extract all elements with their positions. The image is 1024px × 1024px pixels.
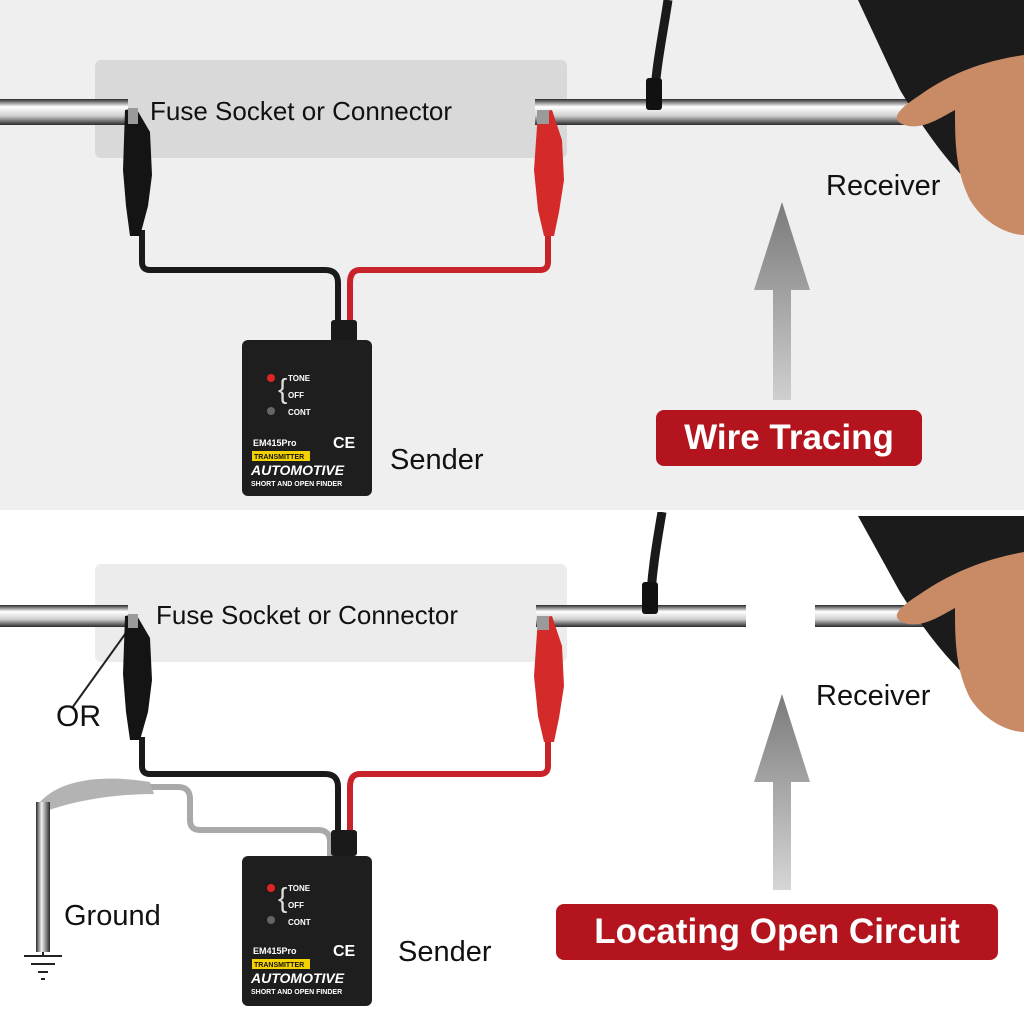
fuse-socket-label: Fuse Socket or Connector [150, 96, 453, 126]
switch-cont-label: CONT [288, 918, 311, 927]
sender-transmitter: { TONE OFF CONT EM415Pro CE TRANSMITTER … [242, 340, 372, 496]
switch-tone-label: TONE [288, 884, 311, 893]
device-subtitle: SHORT AND OPEN FINDER [251, 989, 342, 996]
sender-label: Sender [390, 444, 484, 476]
hand [896, 552, 1024, 732]
receiver-label: Receiver [826, 170, 941, 202]
switch-tone-label: TONE [288, 374, 311, 383]
or-pointer-line [71, 629, 129, 709]
model-label: EM415Pro [253, 946, 297, 956]
open-circuit-panel: { TONE OFF CONT EM415Pro CE TRANSMITTER … [0, 512, 1024, 1024]
hand [896, 55, 1024, 235]
brand-line: AUTOMOTIVE [250, 970, 345, 986]
gray-alligator-clip-icon [40, 778, 154, 812]
ce-mark: CE [333, 943, 356, 960]
black-alligator-clip-icon [123, 614, 152, 740]
cont-led-icon [267, 916, 275, 924]
model-label: EM415Pro [253, 438, 297, 448]
wire-tracing-diagram: { TONE OFF CONT EM415Pro CE TRANSMITTER … [0, 0, 1024, 496]
ground-symbol-icon [24, 952, 62, 980]
switch-off-label: OFF [288, 391, 304, 400]
ground-rod [36, 802, 50, 952]
up-arrow-icon [754, 694, 810, 890]
red-alligator-clip-icon [534, 616, 564, 742]
black-lead-wire [139, 737, 341, 850]
switch-cont-label: CONT [288, 408, 311, 417]
connector-box [95, 60, 567, 158]
ground-lead-wire [150, 784, 333, 860]
red-alligator-clip-icon [534, 110, 564, 236]
fuse-socket-label: Fuse Socket or Connector [156, 600, 459, 630]
cont-led-icon [267, 407, 275, 415]
brand-line: AUTOMOTIVE [250, 462, 345, 478]
black-alligator-clip-icon [123, 108, 152, 236]
tone-led-icon [267, 884, 275, 892]
receiver-label: Receiver [816, 680, 931, 712]
or-label: OR [56, 700, 101, 733]
ground-label: Ground [64, 900, 161, 932]
connector-box [95, 564, 567, 662]
wire-tracing-badge: Wire Tracing [656, 410, 922, 466]
switch-off-label: OFF [288, 901, 304, 910]
up-arrow-icon [754, 202, 810, 400]
black-lead-wire [139, 230, 341, 338]
red-lead-wire [347, 230, 551, 338]
transmitter-tag: TRANSMITTER [254, 962, 304, 969]
ce-mark: CE [333, 435, 356, 452]
svg-text:{: { [278, 882, 287, 913]
tone-led-icon [267, 374, 275, 382]
open-circuit-diagram: { TONE OFF CONT EM415Pro CE TRANSMITTER … [0, 512, 1024, 1006]
sender-transmitter: { TONE OFF CONT EM415Pro CE TRANSMITTER … [242, 856, 372, 1006]
svg-text:{: { [278, 373, 287, 404]
transmitter-tag: TRANSMITTER [254, 454, 304, 461]
open-circuit-badge: Locating Open Circuit [556, 904, 998, 960]
wire-tracing-panel: { TONE OFF CONT EM415Pro CE TRANSMITTER … [0, 0, 1024, 512]
red-lead-wire [347, 737, 551, 850]
device-subtitle: SHORT AND OPEN FINDER [251, 481, 342, 488]
sender-label: Sender [398, 936, 492, 968]
